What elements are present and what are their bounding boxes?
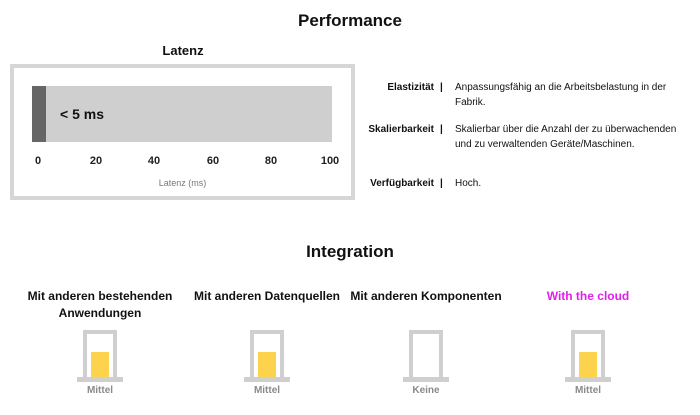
integration-item-title: Mit anderen bestehenden Anwendungen — [27, 289, 173, 320]
integration-item-components: Mit anderen Komponenten Keine — [341, 288, 511, 396]
tick-label: 80 — [264, 155, 278, 167]
glass-icon — [565, 330, 611, 382]
property-separator: | — [440, 124, 443, 135]
integration-level: Mittel — [86, 385, 114, 396]
integration-title: Integration — [306, 242, 394, 261]
latency-value: < 5 ms — [60, 106, 104, 122]
glass-fill-level — [258, 351, 276, 378]
glass-fill-level — [579, 351, 597, 378]
integration-level: Mittel — [574, 385, 602, 396]
tick-label: 20 — [89, 155, 103, 167]
tick-label: 0 — [34, 155, 42, 167]
integration-item-title: With the cloud — [546, 289, 630, 303]
glass-icon — [244, 330, 290, 382]
latency-fill — [32, 86, 46, 142]
integration-item-datasources: Mit anderen Datenquellen Mittel — [182, 288, 352, 396]
property-label: Verfügbarkeit — [370, 178, 434, 189]
glass-icon — [403, 330, 449, 382]
performance-title: Performance — [298, 11, 402, 30]
tick-label: 100 — [320, 155, 340, 167]
integration-item-cloud: With the cloud Mittel — [503, 288, 673, 396]
glass-fill-level — [91, 351, 109, 378]
integration-level: Mittel — [253, 385, 281, 396]
property-text: Hoch. — [455, 178, 482, 189]
property-text: Skalierbar über die Anzahl der zu überwa… — [455, 124, 677, 150]
property-separator: | — [440, 82, 443, 93]
integration-level: Keine — [412, 385, 440, 396]
property-text: Anpassungsfähig an die Arbeitsbelastung … — [455, 82, 667, 108]
tick-label: 40 — [147, 155, 161, 167]
property-label: Elastizität — [387, 82, 434, 93]
axis-label: Latenz (ms) — [158, 178, 207, 188]
tick-label: 60 — [206, 155, 220, 167]
integration-item-applications: Mit anderen bestehenden Anwendungen Mitt… — [15, 288, 185, 396]
property-label: Skalierbarkeit — [368, 124, 434, 135]
property-separator: | — [440, 178, 443, 189]
latency-heading: Latenz — [162, 43, 204, 58]
integration-item-title: Mit anderen Komponenten — [350, 289, 502, 303]
latency-track: < 5 ms — [32, 86, 332, 142]
glass-icon — [77, 330, 123, 382]
integration-item-title: Mit anderen Datenquellen — [193, 289, 341, 303]
latency-chart: < 5 ms 0 20 40 60 80 100 Latenz (ms) — [10, 64, 355, 200]
